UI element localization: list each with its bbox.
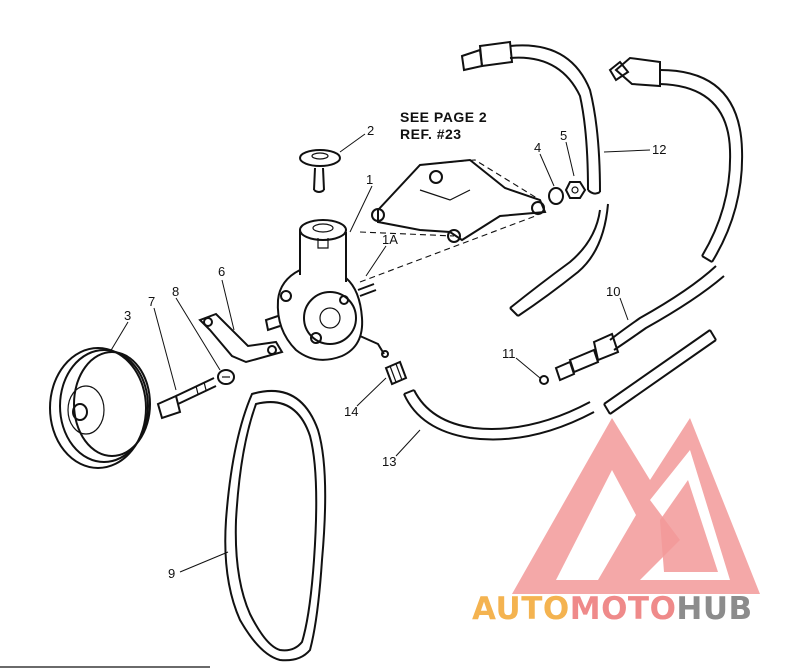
watermark-brand: AUTOMOTOHUB <box>472 591 753 627</box>
callout-4: 4 <box>534 140 541 155</box>
watermark-brand-hub: HUB <box>676 591 752 627</box>
callout-14: 14 <box>344 404 358 419</box>
callout-6: 6 <box>218 264 225 279</box>
part-7-bolt <box>156 377 217 420</box>
part-8-lock-washer <box>217 369 235 385</box>
callout-9: 9 <box>168 566 175 581</box>
part-3-pulley <box>49 347 151 469</box>
watermark-brand-moto: MOTO <box>570 591 677 627</box>
pump-mounting-bracket <box>359 158 547 283</box>
watermark-logo: AUTOMOTOHUB <box>472 418 760 627</box>
callout-1: 1 <box>366 172 373 187</box>
callout-11: 11 <box>502 346 516 361</box>
watermark-brand-auto: AUTO <box>472 591 570 627</box>
part-12-hose <box>460 40 609 317</box>
callout-3: 3 <box>124 308 131 323</box>
callout-1a: 1A <box>382 232 398 247</box>
callout-5: 5 <box>560 128 567 143</box>
reference-note-line2: REF. #23 <box>400 126 462 142</box>
callout-2: 2 <box>367 123 374 138</box>
part-2-reservoir-cap <box>299 149 341 193</box>
part-4-washer <box>548 187 564 205</box>
callout-12: 12 <box>652 142 666 157</box>
part-13-hose <box>403 329 717 441</box>
reference-note-line1: SEE PAGE 2 <box>400 109 487 125</box>
leader-lines <box>109 133 651 573</box>
part-10-pressure-hose <box>554 56 744 382</box>
part-5-nut <box>564 181 587 199</box>
part-6-bracket <box>198 312 284 364</box>
callout-10: 10 <box>606 284 620 299</box>
watermark-triangle-core <box>660 480 718 572</box>
callout-7: 7 <box>148 294 155 309</box>
part-14-fitting <box>384 360 408 386</box>
callout-13: 13 <box>382 454 396 469</box>
part-1-power-steering-pump <box>264 219 389 361</box>
watermark-triangle-inner <box>556 470 636 580</box>
part-11-o-ring <box>539 375 549 385</box>
callout-8: 8 <box>172 284 179 299</box>
part-9-drive-belt <box>224 389 327 662</box>
